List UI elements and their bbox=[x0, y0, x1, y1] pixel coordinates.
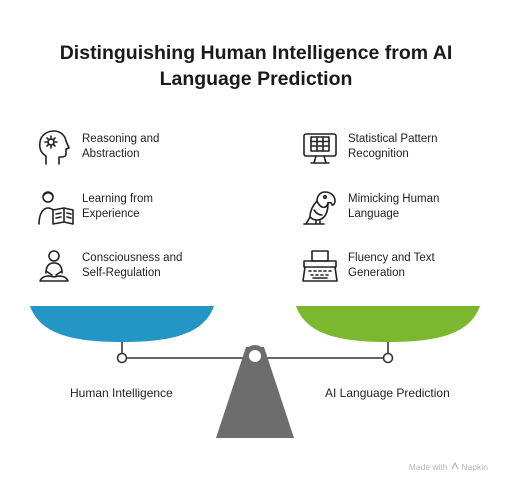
scale-pivot-hole bbox=[249, 350, 261, 362]
left-item-consciousness: Consciousness and Self-Regulation bbox=[34, 247, 207, 287]
right-item-3-line2: Generation bbox=[348, 267, 405, 279]
left-item-label: Learning from Experience bbox=[82, 188, 207, 222]
left-side-label: Human Intelligence bbox=[70, 386, 173, 400]
right-item-statistical: Statistical Pattern Recognition bbox=[300, 128, 473, 168]
scale-stand bbox=[216, 347, 294, 438]
left-item-2-line1: Learning from bbox=[82, 193, 153, 205]
monitor-spreadsheet-icon bbox=[300, 128, 340, 168]
left-item-2-line2: Experience bbox=[82, 208, 140, 220]
typewriter-icon bbox=[300, 247, 340, 287]
left-item-1-line2: Abstraction bbox=[82, 148, 140, 160]
left-beam-joint bbox=[116, 352, 128, 364]
left-item-label: Consciousness and Self-Regulation bbox=[82, 247, 207, 281]
right-item-3-line1: Fluency and Text bbox=[348, 252, 435, 264]
person-meditating-icon bbox=[34, 247, 74, 287]
left-item-1-line1: Reasoning and bbox=[82, 133, 160, 145]
napkin-brand-text: Napkin bbox=[461, 462, 488, 472]
right-item-mimicking: Mimicking Human Language bbox=[300, 188, 473, 228]
left-dish bbox=[30, 306, 214, 342]
left-item-reasoning: Reasoning and Abstraction bbox=[34, 128, 207, 168]
right-item-2-line1: Mimicking Human bbox=[348, 193, 440, 205]
left-item-learning: Learning from Experience bbox=[34, 188, 207, 228]
right-item-label: Mimicking Human Language bbox=[348, 188, 473, 222]
left-item-label: Reasoning and Abstraction bbox=[82, 128, 207, 162]
title-line-1: Distinguishing Human Intelligence from A… bbox=[59, 42, 453, 64]
title-line-2: Language Prediction bbox=[159, 68, 353, 90]
right-item-1-line1: Statistical Pattern bbox=[348, 133, 438, 145]
made-with-napkin[interactable]: Made with Napkin bbox=[408, 461, 488, 472]
right-item-label: Statistical Pattern Recognition bbox=[348, 128, 473, 162]
right-item-fluency: Fluency and Text Generation bbox=[300, 247, 473, 287]
right-item-2-line2: Language bbox=[348, 208, 400, 220]
parrot-icon bbox=[300, 188, 340, 228]
right-side-label: AI Language Prediction bbox=[325, 386, 450, 400]
left-item-3-line2: Self-Regulation bbox=[82, 267, 161, 279]
right-item-label: Fluency and Text Generation bbox=[348, 247, 473, 281]
right-item-1-line2: Recognition bbox=[348, 148, 409, 160]
page-title: Distinguishing Human Intelligence from A… bbox=[0, 40, 512, 92]
right-beam-joint bbox=[382, 352, 394, 364]
right-dish bbox=[296, 306, 480, 342]
napkin-logo-icon bbox=[450, 461, 459, 472]
head-thinking-icon bbox=[34, 128, 74, 168]
person-reading-icon bbox=[34, 188, 74, 228]
left-item-3-line1: Consciousness and bbox=[82, 252, 183, 264]
made-with-text: Made with bbox=[408, 462, 448, 472]
